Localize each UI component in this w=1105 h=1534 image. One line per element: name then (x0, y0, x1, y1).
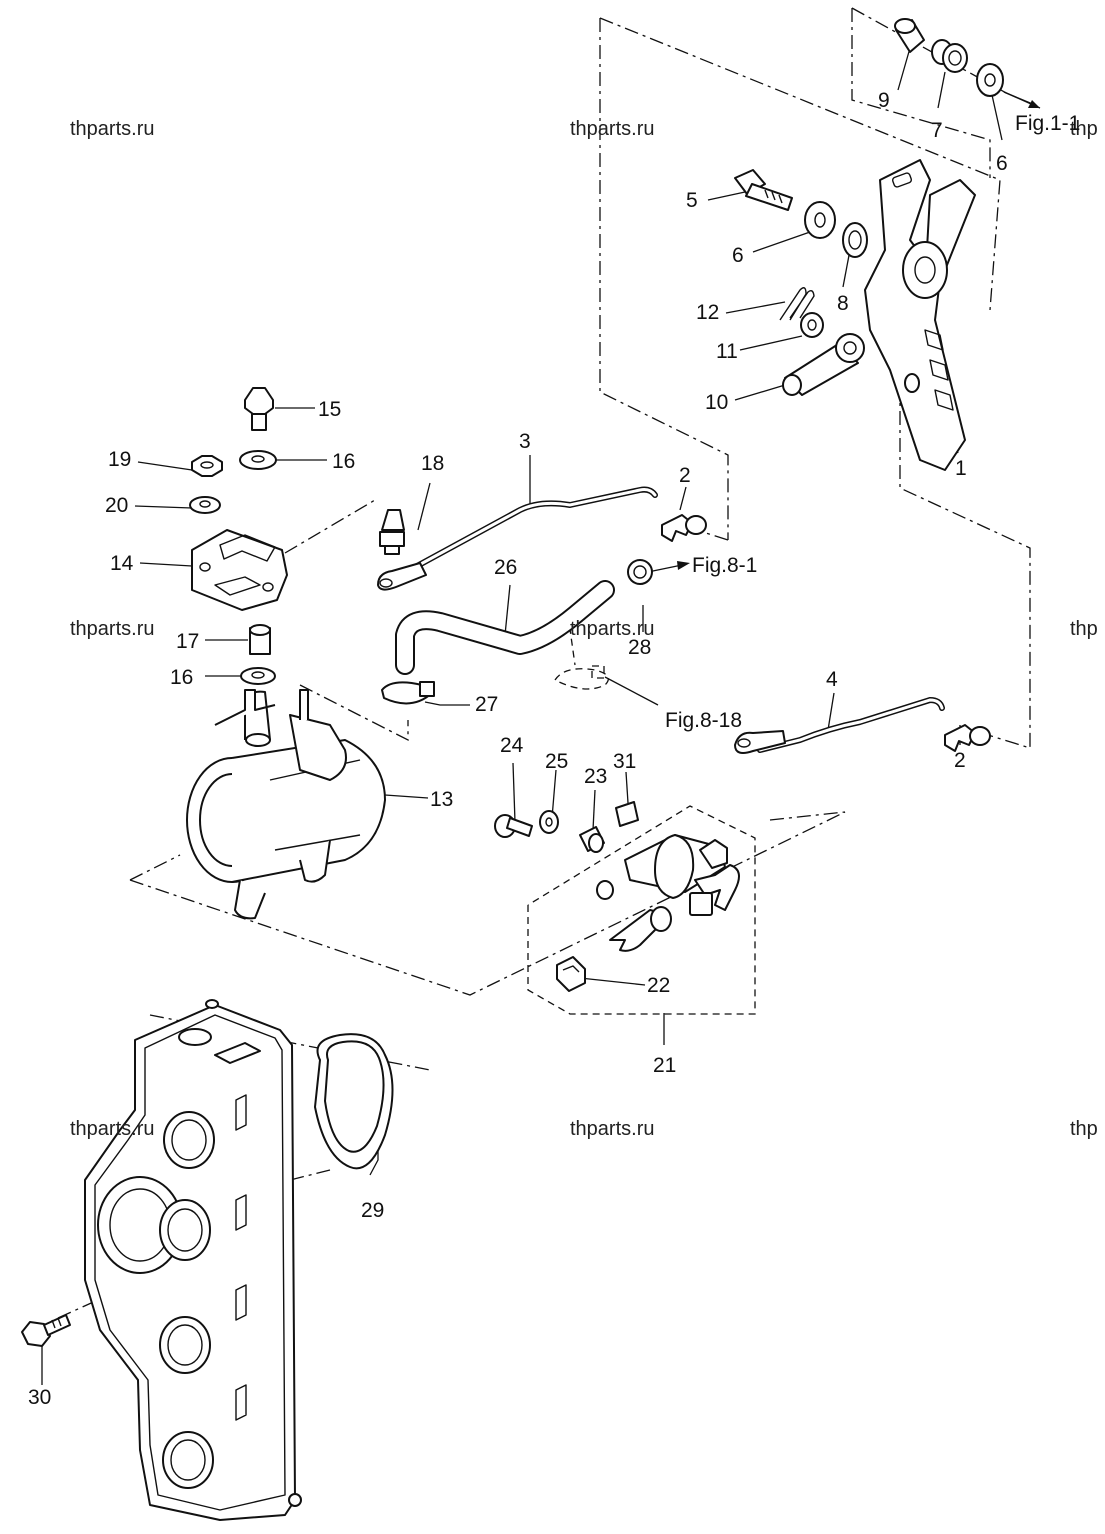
joint-2-lower-icon (944, 724, 991, 752)
rod-joint-10-icon (782, 333, 865, 396)
arrow-fig-8-1-icon (677, 561, 690, 570)
lever-assembly-21-icon (596, 834, 740, 952)
part-number-label: 19 (108, 448, 131, 471)
watermark-text: thparts.ru (570, 118, 654, 140)
lever-1-icon (864, 159, 976, 471)
part-number-label: 10 (705, 391, 728, 414)
part-number-label: 8 (837, 292, 849, 315)
bolt-15-icon (244, 387, 274, 431)
clip-28-icon (627, 559, 653, 585)
ref-fig-8-18: Fig.8-18 (665, 709, 742, 732)
washer-6-icon (804, 201, 836, 239)
rod-4-icon (734, 696, 945, 754)
fitting-18-icon (379, 509, 405, 555)
part-number-label: 23 (584, 765, 607, 788)
part-number-label: 15 (318, 398, 341, 421)
part-number-label: 7 (931, 119, 943, 142)
watermarks: thparts.ru thparts.ru thp thparts.ru thp… (70, 118, 1098, 1140)
joint-2-top-icon (661, 514, 707, 542)
bolt-5-icon (734, 169, 793, 211)
part-number-label: 5 (686, 189, 698, 212)
washer-16-lower-icon (240, 667, 276, 685)
ref-fig-8-1: Fig.8-1 (692, 554, 757, 577)
intake-manifold-icon (84, 999, 302, 1521)
part-number-label: 4 (826, 668, 838, 691)
watermark-text: thp (1070, 618, 1098, 640)
part-number-label: 1 (955, 457, 967, 480)
part-number-label: 25 (545, 750, 568, 773)
part-number-label: 17 (176, 630, 199, 653)
clamp-ref-icon (554, 665, 609, 690)
clip-22-icon (556, 956, 586, 992)
part-number-label: 3 (519, 430, 531, 453)
part-number-label: 11 (716, 340, 738, 363)
part-number-label: 6 (996, 152, 1008, 175)
ref-fig-1-1: Fig.1-1 (1015, 112, 1080, 135)
ring-8-icon (842, 222, 868, 258)
part-number-label: 24 (500, 734, 524, 757)
part-number-label: 9 (878, 89, 890, 112)
part-number-label: 14 (110, 552, 134, 575)
part-number-label: 21 (653, 1054, 676, 1077)
watermark-text: thparts.ru (70, 618, 154, 640)
bracket-14-icon (191, 529, 288, 611)
part-drawings (21, 18, 1004, 1521)
collar-17-icon (249, 624, 271, 655)
arrow-fig-1-1-icon (1028, 100, 1040, 108)
watermark-text: thparts.ru (570, 618, 654, 640)
bushing-7-icon (931, 39, 968, 73)
label-31-icon (615, 801, 639, 827)
part-number-label: 31 (613, 750, 636, 773)
reference-arrows (647, 91, 1040, 573)
collar-23-icon (579, 826, 605, 853)
washer-6-top-icon (976, 63, 1004, 97)
part-number-label: 12 (696, 301, 719, 324)
washer-25-icon (539, 810, 559, 834)
watermark-text: thp (1070, 118, 1098, 140)
watermark-text: thparts.ru (70, 1118, 154, 1140)
watermark-text: thparts.ru (570, 1118, 654, 1140)
throttle-body-13-icon (186, 689, 386, 920)
part-number-label: 30 (28, 1386, 51, 1409)
part-number-label: 2 (954, 749, 966, 772)
watermark-text: thp (1070, 1118, 1098, 1140)
washer-20-icon (189, 496, 221, 514)
part-number-label: 2 (679, 464, 691, 487)
part-number-label: 26 (494, 556, 517, 579)
part-number-label: 16 (170, 666, 193, 689)
clamp-27-icon (381, 681, 435, 705)
gasket-29-icon (314, 1033, 394, 1170)
part-number-label: 18 (421, 452, 444, 475)
part-number-label: 16 (332, 450, 355, 473)
watermark-text: thparts.ru (70, 118, 154, 140)
part-number-label: 20 (105, 494, 128, 517)
bolt-24-icon (494, 814, 533, 838)
rod-3-icon (377, 486, 658, 591)
figure-references: Fig.1-1 Fig.8-1 Fig.8-18 (665, 112, 1080, 732)
bolt-30-icon (21, 1314, 71, 1347)
part-number-label: 22 (647, 974, 670, 997)
part-number-label: 6 (732, 244, 744, 267)
part-numbers: 9 7 6 5 6 8 12 11 10 1 15 16 19 20 14 17… (28, 89, 1008, 1409)
collar-9-icon (894, 18, 925, 53)
nut-19-icon (191, 455, 223, 477)
part-number-label: 13 (430, 788, 453, 811)
part-number-label: 29 (361, 1199, 384, 1222)
clip-12-icon (779, 287, 815, 321)
part-number-label: 27 (475, 693, 498, 716)
hose-26-icon (395, 580, 615, 675)
washer-11-icon (800, 312, 824, 338)
washer-16-top-icon (239, 450, 277, 470)
part-number-label: 28 (628, 636, 651, 659)
